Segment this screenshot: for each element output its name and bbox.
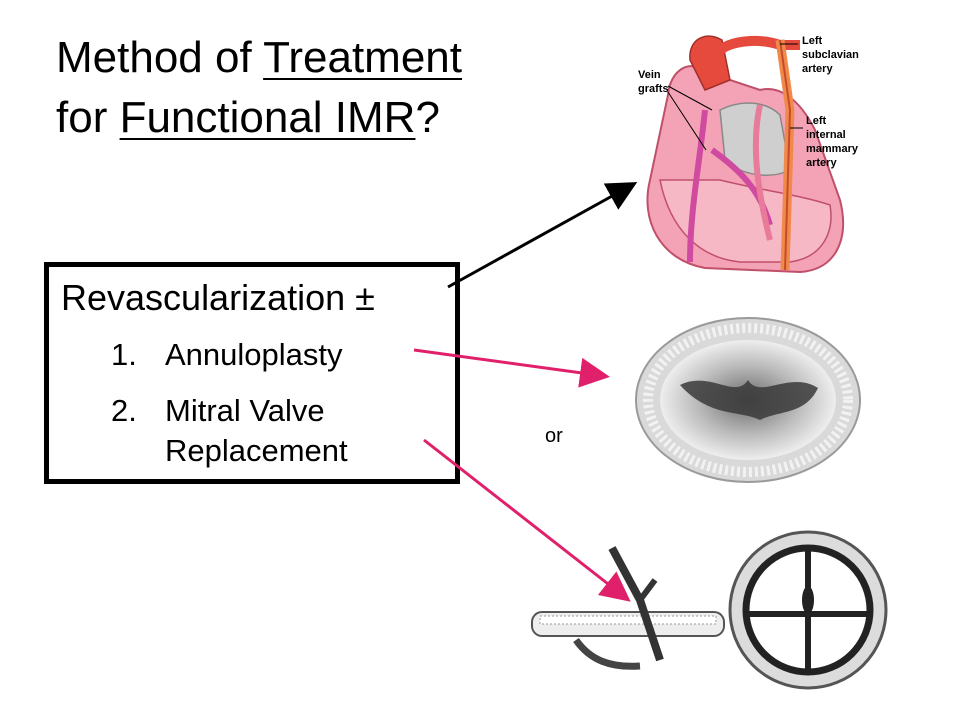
mechanical-valve-front-image — [728, 530, 888, 690]
label-subclavian-3: artery — [802, 63, 833, 75]
slide-title: Method of Treatment for Functional IMR? — [56, 28, 462, 148]
title-line-1: Method of Treatment — [56, 33, 462, 82]
annuloplasty-ring-image — [635, 317, 861, 483]
mitral-valve-label: Mitral Valve — [165, 393, 325, 428]
treatment-box: Revascularization ± 1. Annuloplasty 2. M… — [44, 262, 460, 484]
label-grafts: grafts — [638, 83, 669, 95]
item-number-2: 2. — [111, 393, 137, 428]
mechanical-valve-side-image — [531, 546, 725, 670]
label-subclavian-1: Left — [802, 35, 823, 47]
item-number-1: 1. — [111, 337, 137, 372]
title-functional-imr: Functional IMR — [119, 93, 416, 142]
arrow-to-annuloplasty-ring — [413, 348, 610, 388]
label-mammary-1: Left — [806, 115, 827, 127]
revascularization-heading: Revascularization ± — [61, 277, 375, 318]
heart-bypass-illustration: Vein grafts Left subclavian artery Left … — [638, 35, 859, 274]
label-mammary-4: artery — [806, 157, 837, 169]
replacement-label: Replacement — [165, 433, 348, 468]
label-subclavian-2: subclavian — [802, 49, 859, 61]
label-vein: Vein — [638, 69, 661, 81]
label-mammary-3: mammary — [806, 143, 859, 155]
title-line-2: for Functional IMR? — [56, 93, 440, 142]
or-label: or — [545, 425, 563, 447]
label-mammary-2: internal — [806, 129, 846, 141]
arrow-to-mechanical-valve — [423, 438, 631, 602]
title-treatment: Treatment — [263, 33, 462, 82]
arrow-to-heart — [447, 182, 638, 289]
annuloplasty-label: Annuloplasty — [165, 337, 343, 372]
